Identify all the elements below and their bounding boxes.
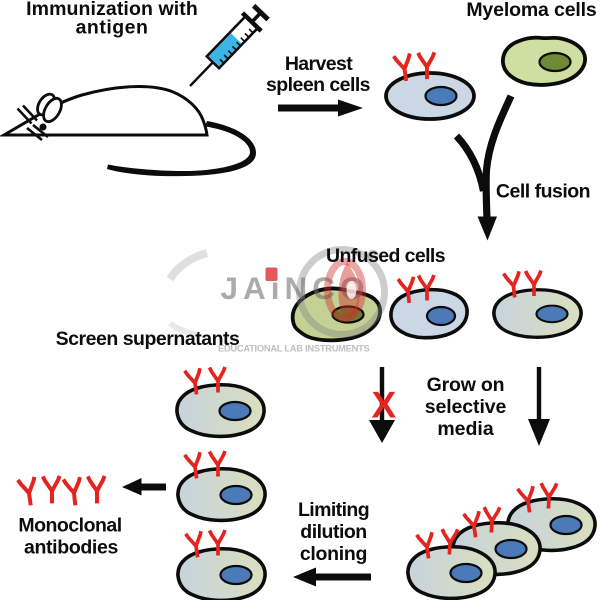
svg-text:JAıNCO: JAıNCO (221, 270, 370, 306)
svg-text:Immunization with: Immunization with (26, 0, 198, 20)
svg-text:Myeloma cells: Myeloma cells (466, 0, 597, 21)
svg-text:spleen cells: spleen cells (266, 74, 371, 96)
svg-text:Limiting: Limiting (298, 499, 369, 521)
svg-text:selective: selective (425, 396, 507, 418)
svg-text:R: R (370, 252, 376, 261)
svg-text:Unfused cells: Unfused cells (326, 245, 446, 267)
svg-text:Screen supernatants: Screen supernatants (56, 328, 240, 350)
svg-text:Monoclonal: Monoclonal (18, 515, 121, 537)
svg-text:media: media (437, 418, 494, 440)
svg-text:Cell fusion: Cell fusion (496, 181, 590, 203)
svg-text:X: X (371, 385, 396, 426)
svg-text:dilution: dilution (300, 521, 366, 543)
svg-text:antibodies: antibodies (24, 537, 119, 559)
svg-text:EDUCATIONAL LAB INSTRUMENTS: EDUCATIONAL LAB INSTRUMENTS (218, 344, 370, 354)
svg-text:cloning: cloning (300, 543, 367, 565)
svg-text:Grow on: Grow on (427, 374, 505, 396)
svg-text:Harvest: Harvest (285, 53, 353, 75)
svg-text:antigen: antigen (76, 17, 149, 39)
